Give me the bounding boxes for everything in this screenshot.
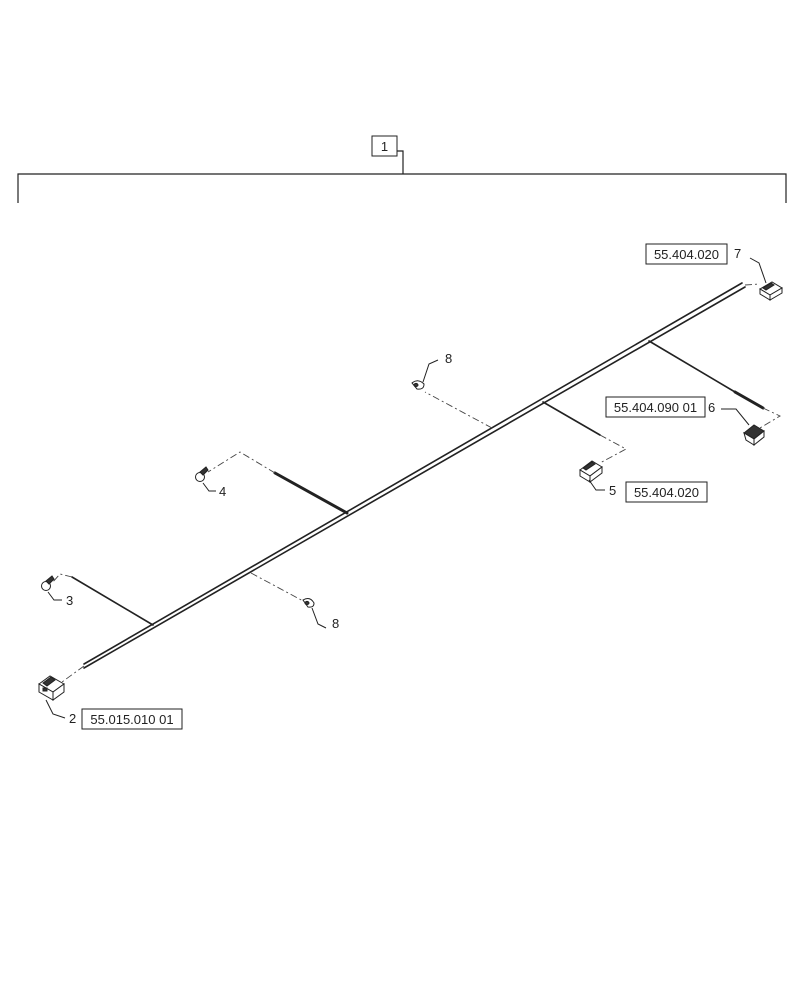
item-7-number: 7 (734, 246, 741, 261)
branch-3-wire (71, 576, 154, 626)
item-5-number: 5 (609, 483, 616, 498)
harness-trunk (61, 282, 761, 683)
connector-5 (579, 460, 603, 483)
trunk-line-lower (83, 282, 743, 665)
assembly-item-number: 1 (381, 139, 388, 154)
item-7-ref-link[interactable]: 55.404.020 (654, 247, 719, 262)
assembly-bracket: 1 (17, 135, 787, 203)
item-4-number: 4 (219, 484, 226, 499)
clip-8-upper: 8 (411, 351, 493, 429)
leader-5 (588, 479, 605, 491)
connector-7 (759, 281, 783, 301)
branch-6-wire-end (733, 390, 765, 410)
trunk-line-upper (83, 286, 746, 669)
item-8-upper-number: 8 (445, 351, 452, 366)
leader-6 (721, 408, 750, 426)
leader-4 (202, 482, 216, 492)
item-2-ref-link[interactable]: 55.015.010 01 (90, 712, 173, 727)
ring-terminal-4 (195, 466, 209, 482)
branch-6-wire (648, 340, 736, 393)
item-8-lower-number: 8 (332, 616, 339, 631)
leader-8-upper (422, 359, 439, 383)
item-3-number: 3 (66, 593, 73, 608)
branch-3-dash (51, 573, 73, 584)
connector-6 (743, 424, 765, 447)
item-6-ref-link[interactable]: 55.404.090 01 (614, 400, 697, 415)
assembly-brace (17, 173, 787, 203)
branch-5-dash (599, 434, 627, 464)
leader-3 (47, 591, 62, 601)
clip-8-lower: 8 (250, 572, 339, 631)
clip-8-upper-dash (424, 391, 493, 429)
item-6-ref-box[interactable] (605, 396, 706, 418)
leader-7 (749, 257, 767, 284)
branch-item-4: 4 (195, 451, 349, 515)
trunk-end-dash-right (744, 283, 761, 286)
connector-2 (38, 675, 65, 701)
item-2-ref-box[interactable] (81, 708, 183, 730)
assembly-leader (397, 150, 404, 174)
branch-5-wire (542, 401, 601, 436)
branch-6-dash (759, 407, 781, 429)
leader-8-lower (311, 607, 327, 629)
branch-item-3: 3 (41, 573, 154, 626)
clip-8-lower-dash (250, 572, 306, 603)
branch-4-wire (273, 471, 349, 515)
item-6-number: 6 (708, 400, 715, 415)
branch-4-dash (207, 451, 276, 474)
trunk-end-dash-left (61, 665, 85, 683)
assembly-item-box (371, 135, 398, 157)
connector-item-2: 2 55.015.010 01 (38, 675, 183, 730)
connector-item-7: 7 55.404.020 (645, 243, 783, 301)
leader-2 (45, 699, 66, 719)
item-5-ref-box[interactable] (625, 481, 708, 503)
branch-item-6: 6 55.404.090 01 (605, 340, 781, 447)
branch-item-5: 5 55.404.020 (542, 401, 708, 503)
item-7-ref-box[interactable] (645, 243, 728, 265)
item-2-number: 2 (69, 711, 76, 726)
ring-terminal-3 (41, 575, 55, 591)
item-5-ref-link[interactable]: 55.404.020 (634, 485, 699, 500)
